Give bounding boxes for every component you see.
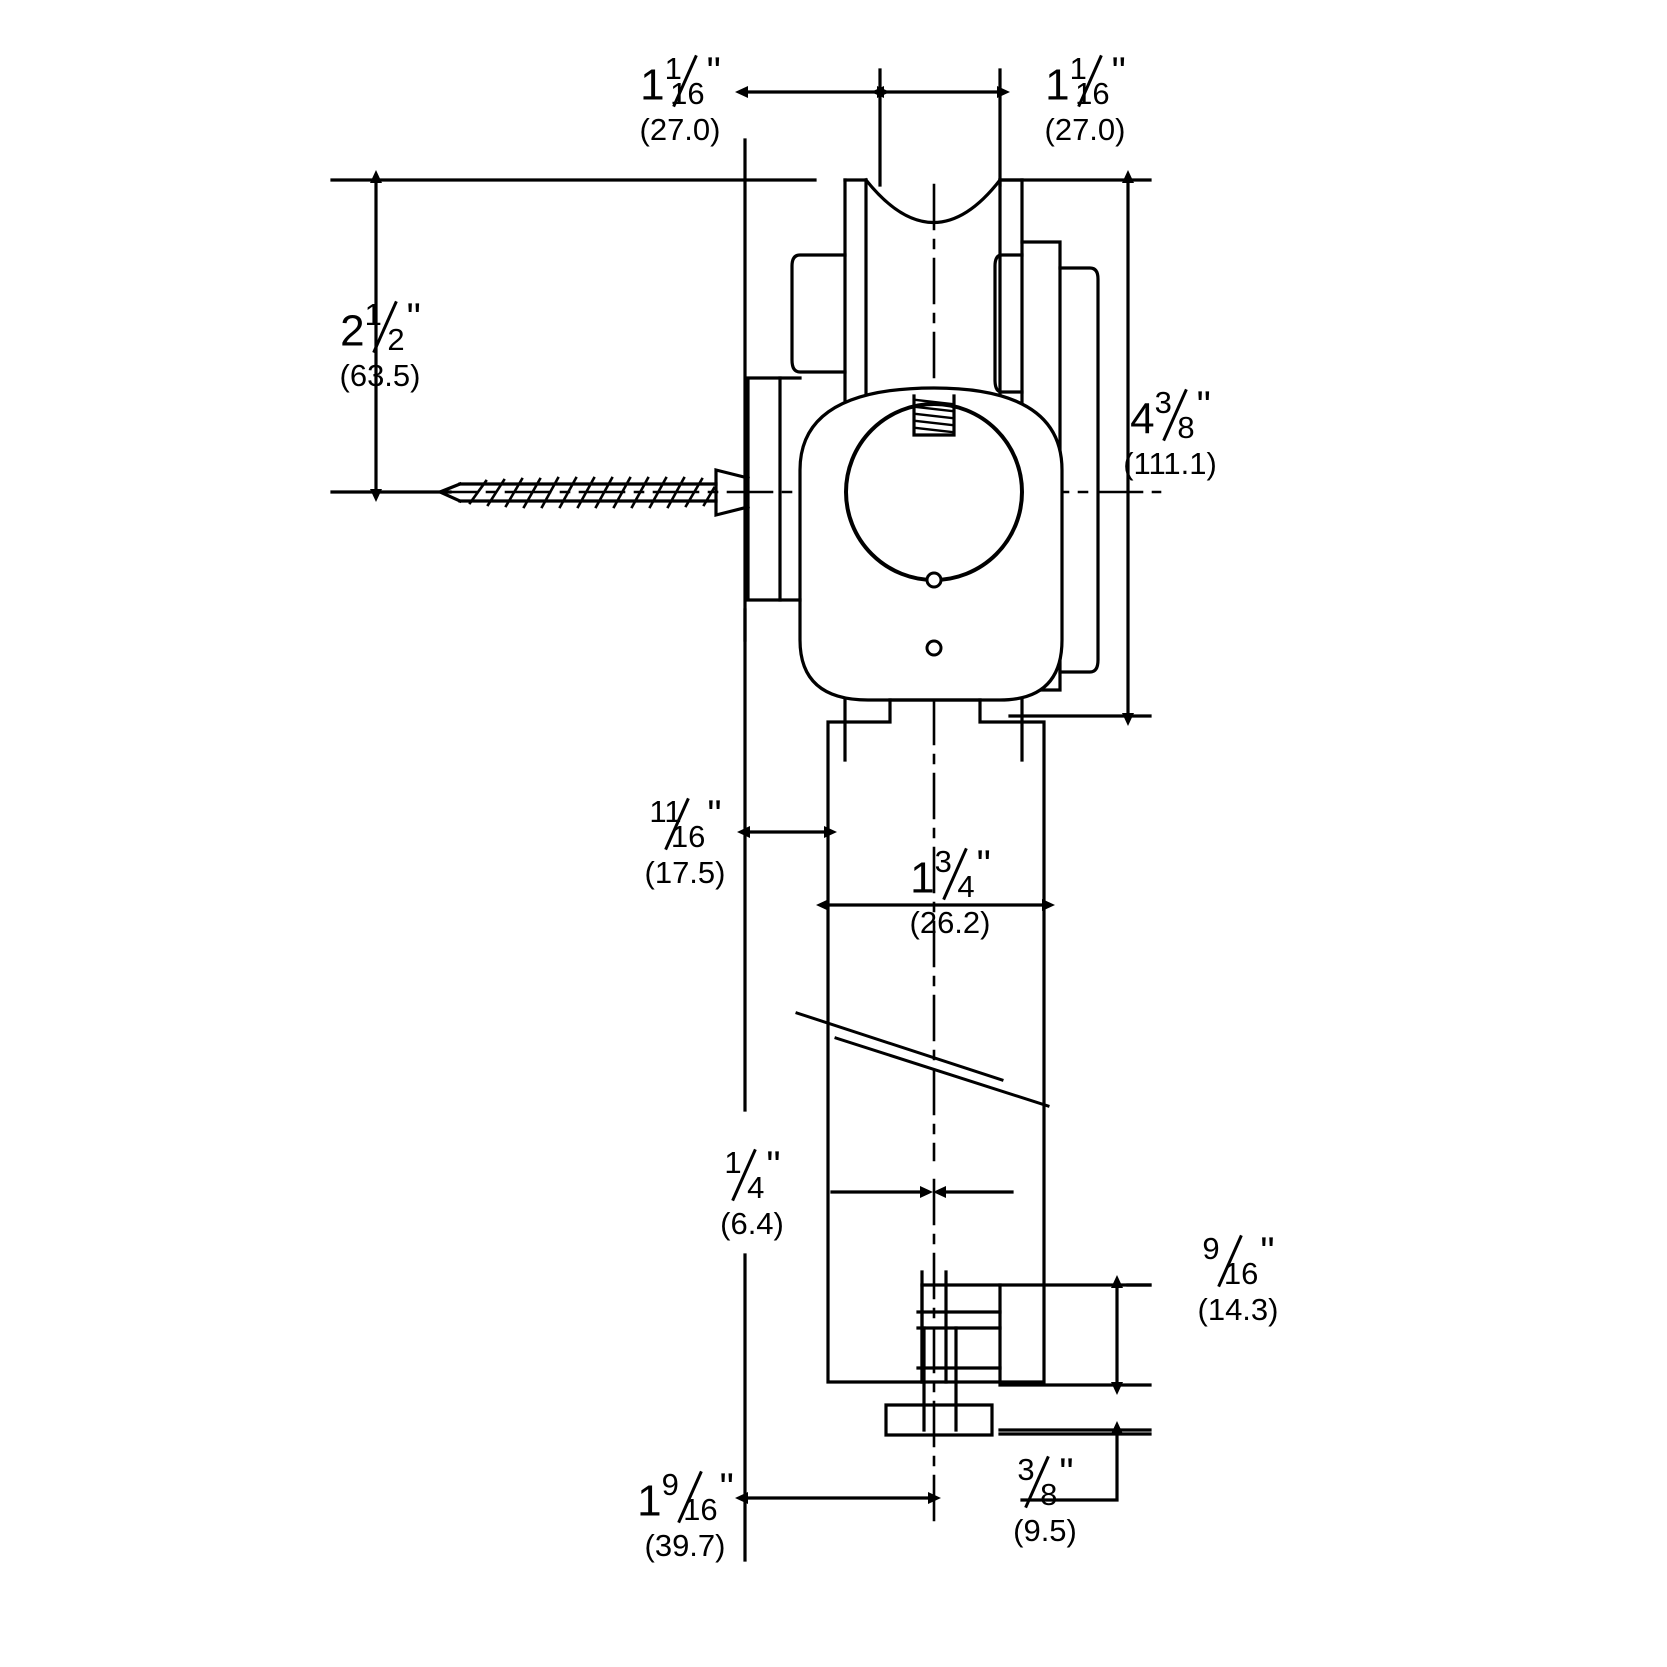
bearing-block-left [790, 253, 847, 374]
thread-hatch-3 [914, 412, 954, 420]
dim-metric: (14.3) [1197, 1292, 1279, 1328]
dim-metric: (111.1) [1123, 446, 1217, 482]
clamp-split-slot [912, 394, 956, 437]
screw-point [435, 481, 463, 504]
thread-hatch-2 [914, 405, 954, 413]
guide-base-plate [884, 1403, 994, 1437]
dim-metric: (27.0) [639, 112, 721, 148]
dim-whole: 2 [340, 306, 365, 356]
bearing-block-right [993, 253, 1024, 394]
break-line-upper [795, 1011, 1004, 1082]
dim-whole: 1 [1045, 60, 1070, 110]
break-line-lower [834, 1036, 1050, 1108]
hanger-hole-lower [925, 639, 943, 657]
dim-whole: 1 [637, 1476, 662, 1526]
thread-hatch-1 [914, 398, 954, 406]
dim-metric: (9.5) [1013, 1513, 1077, 1549]
thread-hatch-5 [914, 426, 954, 434]
dim-whole: 1 [910, 853, 935, 903]
door-panel-outline [826, 698, 1046, 1384]
dim-metric: (17.5) [644, 855, 726, 891]
dim-metric: (63.5) [339, 358, 421, 394]
dim-whole: 1 [640, 60, 665, 110]
screw-shoulder [714, 467, 750, 518]
dim-metric: (27.0) [1044, 112, 1126, 148]
dim-metric: (39.7) [644, 1528, 726, 1564]
dim-metric: (6.4) [720, 1206, 784, 1242]
dim-metric: (26.2) [909, 905, 991, 941]
hanger-plate-right-outer [1058, 266, 1100, 674]
guide-body-top [920, 1283, 1002, 1384]
wheel-groove-profile [863, 177, 1003, 225]
hanger-hole-upper [925, 571, 943, 589]
screw-threads [468, 476, 716, 509]
mount-bracket-outline [746, 376, 802, 602]
dim-whole: 4 [1130, 394, 1155, 444]
thread-hatch-4 [914, 419, 954, 427]
dim-leader-38 [1020, 1421, 1123, 1502]
